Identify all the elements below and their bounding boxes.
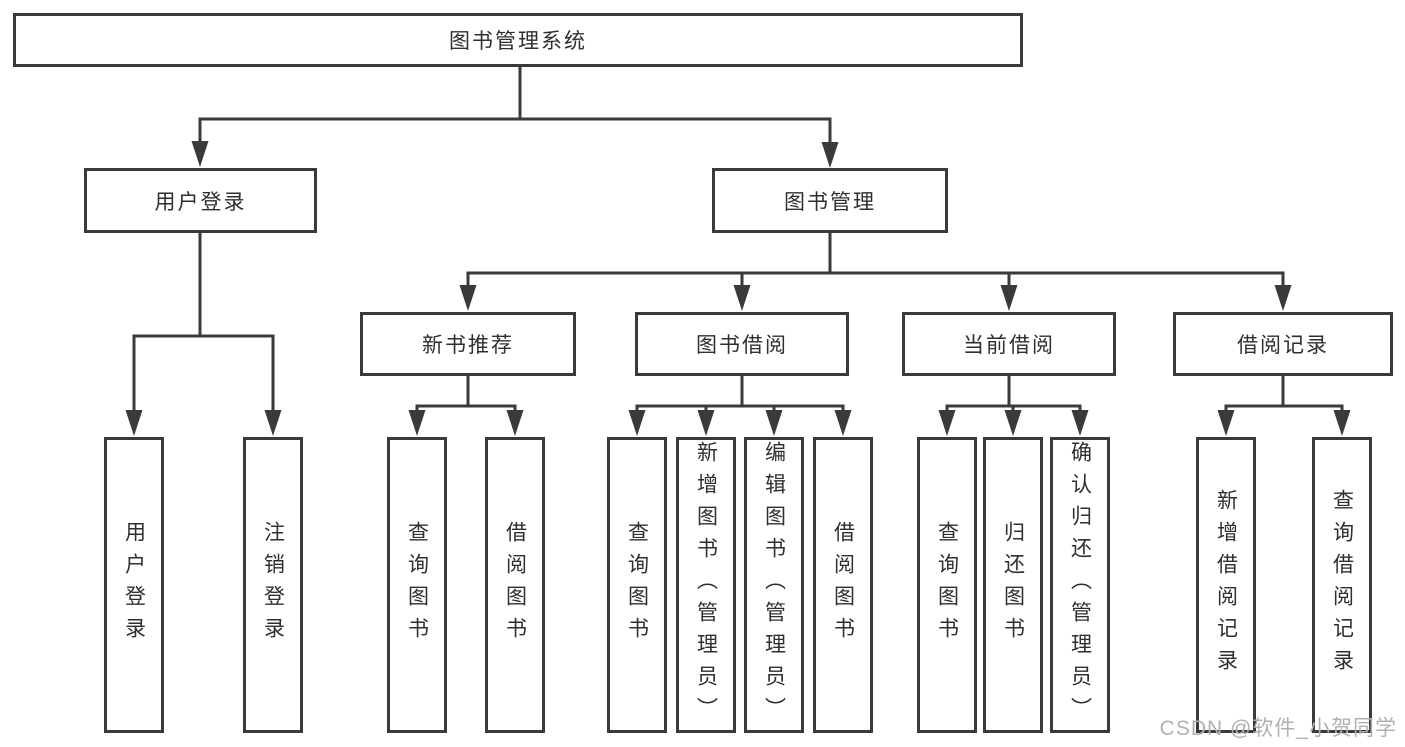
node-label: 图书管理系统 — [449, 30, 587, 53]
leaf-query-books-borrow: 查询图书 — [607, 437, 667, 733]
node-label: 新增借阅记录 — [1214, 489, 1238, 681]
leaf-query-books-recommend: 查询图书 — [387, 437, 447, 733]
node-label: 查询图书 — [625, 521, 649, 649]
leaf-edit-book-admin: 编辑图书（管理员） — [744, 437, 804, 733]
leaf-borrow-books-recommend: 借阅图书 — [485, 437, 545, 733]
node-label: 查询借阅记录 — [1330, 489, 1354, 681]
node-label: 图书借阅 — [696, 334, 788, 357]
leaf-confirm-return-admin: 确认归还（管理员） — [1050, 437, 1110, 733]
node-label: 用户登录 — [122, 521, 146, 649]
leaf-logout: 注销登录 — [243, 437, 303, 733]
leaf-query-books-current: 查询图书 — [917, 437, 977, 733]
edge-borrow-record-to-leaves — [1217, 375, 1351, 436]
leaf-borrow-books: 借阅图书 — [813, 437, 873, 733]
node-label: 用户登录 — [154, 190, 247, 214]
edge-new-book-rec-to-leaves — [408, 375, 524, 436]
watermark: CSDN @软件_小贺同学 — [1159, 717, 1397, 740]
node-label: 图书管理 — [784, 190, 876, 214]
node-label: 借阅记录 — [1237, 334, 1329, 357]
edge-book-borrow-to-leaves — [628, 375, 852, 436]
node-book-borrow: 图书借阅 — [635, 312, 849, 376]
node-label: 查询图书 — [405, 521, 429, 649]
edge-current-borrow-to-leaves — [938, 375, 1089, 436]
node-label: 注销登录 — [261, 521, 285, 649]
leaf-return-book: 归还图书 — [983, 437, 1043, 733]
edge-root-to-level2 — [191, 66, 839, 168]
edge-book-mgmt-to-level3 — [459, 232, 1292, 311]
node-label: 新增图书（管理员） — [694, 441, 718, 729]
edge-user-login-to-leaves — [125, 232, 282, 436]
node-label: 新书推荐 — [422, 334, 514, 357]
node-label: 编辑图书（管理员） — [762, 441, 786, 729]
node-label: 当前借阅 — [963, 334, 1055, 357]
leaf-add-borrow-record: 新增借阅记录 — [1196, 437, 1256, 733]
leaf-user-login: 用户登录 — [104, 437, 164, 733]
node-user-login: 用户登录 — [84, 168, 317, 233]
node-label: 确认归还（管理员） — [1068, 441, 1092, 729]
node-book-management: 图书管理 — [712, 168, 948, 233]
node-borrow-record: 借阅记录 — [1173, 312, 1393, 376]
node-label: 借阅图书 — [503, 521, 527, 649]
node-new-book-recommend: 新书推荐 — [360, 312, 576, 376]
leaf-add-book-admin: 新增图书（管理员） — [676, 437, 736, 733]
node-root-system: 图书管理系统 — [13, 13, 1023, 67]
node-label: 归还图书 — [1001, 521, 1025, 649]
node-current-borrow: 当前借阅 — [902, 312, 1116, 376]
node-label: 查询图书 — [935, 521, 959, 649]
leaf-query-borrow-record: 查询借阅记录 — [1312, 437, 1372, 733]
node-label: 借阅图书 — [831, 521, 855, 649]
